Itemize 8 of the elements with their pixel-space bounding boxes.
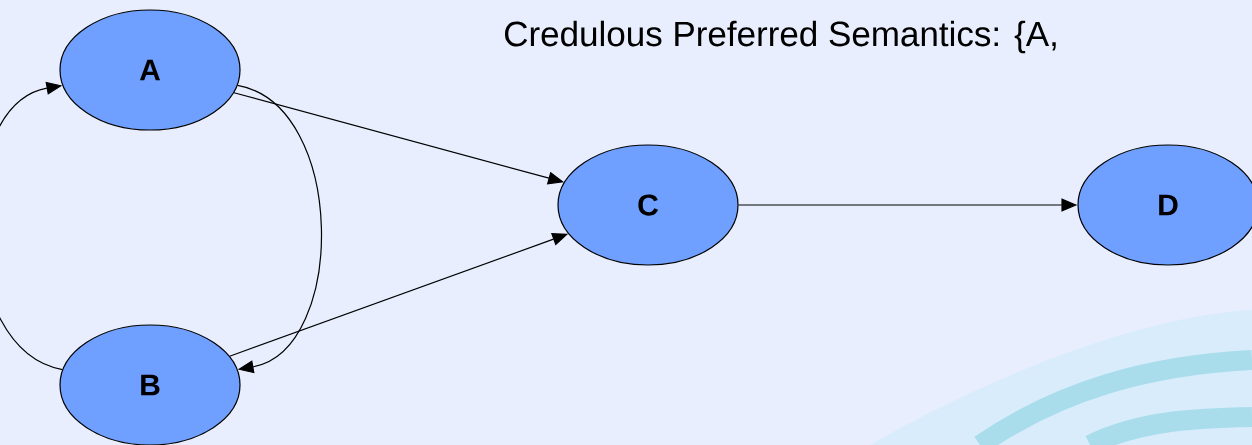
- ellipse-node: B: [59, 324, 241, 445]
- ellipse-node: C: [557, 144, 739, 266]
- arrow: [233, 92, 564, 185]
- arrow: [0, 81, 63, 371]
- ellipse-node: D: [1077, 144, 1252, 266]
- ellipse-node: A: [59, 9, 241, 131]
- arrow: [237, 84, 322, 374]
- heading: Credulous Preferred Semantics: {A,: [505, 20, 1056, 54]
